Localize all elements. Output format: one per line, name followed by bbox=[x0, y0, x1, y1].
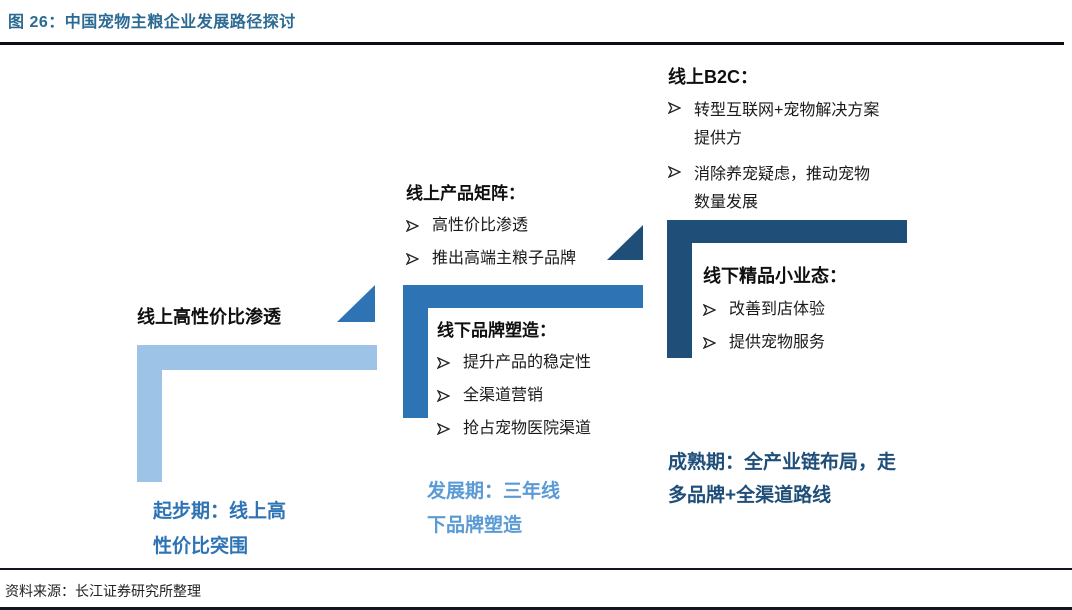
stage3-phase-label: 成熟期：全产业链布局，走 多品牌+全渠道路线 bbox=[668, 452, 897, 506]
step-triangle-stage2 bbox=[337, 285, 375, 322]
bullet-text: 消除养宠疑虑，推动宠物 数量发展 bbox=[694, 166, 871, 211]
bullet-text: 全渠道营销 bbox=[463, 387, 544, 404]
stage1-phase-label: 起步期：线上高 性价比突围 bbox=[153, 501, 287, 557]
stage3-online-block: 线上B2C： 转型互联网+宠物解决方案 提供方 消除养宠疑虑，推动宠物 数量发展 bbox=[667, 63, 880, 217]
bullet-text: 抢占宠物医院渠道 bbox=[463, 420, 592, 437]
stage3-offline-header: 线下精品小业态： bbox=[703, 266, 847, 286]
figure-title: 图 26：中国宠物主粮企业发展路径探讨 bbox=[8, 14, 296, 31]
stage2-online-block: 线上产品矩阵： 高性价比渗透 推出高端主粮子品牌 bbox=[405, 179, 577, 270]
bullet-arrow-icon bbox=[667, 161, 694, 183]
bullet-text: 高性价比渗透 bbox=[432, 217, 529, 234]
stage3-online-header: 线上B2C： bbox=[668, 67, 759, 87]
stage2-shape-horizontal bbox=[403, 285, 643, 308]
bullet-text: 转型互联网+宠物解决方案 提供方 bbox=[694, 102, 880, 147]
bullet-text: 提供宠物服务 bbox=[729, 334, 826, 351]
bullet-item: 提供宠物服务 bbox=[702, 332, 847, 354]
bullet-item: 推出高端主粮子品牌 bbox=[405, 248, 577, 270]
bullet-arrow-icon bbox=[436, 418, 463, 440]
stage3-offline-block: 线下精品小业态： 改善到店体验 提供宠物服务 bbox=[702, 262, 847, 354]
bullet-text: 改善到店体验 bbox=[729, 301, 826, 318]
stage2-offline-header: 线下品牌塑造： bbox=[437, 321, 556, 340]
stage1-shape-horizontal bbox=[137, 345, 377, 370]
bullet-arrow-icon bbox=[702, 299, 729, 321]
bullet-arrow-icon bbox=[436, 385, 463, 407]
bottom-edge-rule bbox=[0, 607, 1072, 610]
stage2-phase-label: 发展期：三年线 下品牌塑造 bbox=[427, 481, 561, 536]
source-note: 资料来源：长江证券研究所整理 bbox=[5, 583, 201, 599]
stage3-shape-vertical bbox=[667, 220, 692, 358]
stage3-shape-horizontal bbox=[667, 220, 907, 243]
header-rule bbox=[0, 42, 1064, 45]
stage2-shape-vertical bbox=[403, 285, 428, 418]
bullet-arrow-icon bbox=[436, 352, 463, 374]
bullet-item: 转型互联网+宠物解决方案 提供方 bbox=[667, 97, 880, 153]
bullet-arrow-icon bbox=[405, 215, 432, 237]
bullet-item: 抢占宠物医院渠道 bbox=[436, 418, 592, 440]
step-triangle-stage3 bbox=[607, 225, 643, 260]
bullet-item: 改善到店体验 bbox=[702, 299, 847, 321]
stage1-shape-vertical bbox=[137, 345, 162, 482]
stage2-online-header: 线上产品矩阵： bbox=[406, 184, 525, 203]
bullet-item: 提升产品的稳定性 bbox=[436, 352, 592, 374]
stage1-header: 线上高性价比渗透 bbox=[137, 307, 281, 327]
stage2-offline-block: 线下品牌塑造： 提升产品的稳定性 全渠道营销 抢占宠物医院渠道 bbox=[436, 316, 592, 440]
bullet-arrow-icon bbox=[405, 248, 432, 270]
bullet-item: 消除养宠疑虑，推动宠物 数量发展 bbox=[667, 161, 879, 217]
footer-rule bbox=[0, 568, 1072, 570]
bullet-item: 全渠道营销 bbox=[436, 385, 591, 407]
bullet-text: 推出高端主粮子品牌 bbox=[432, 250, 577, 267]
bullet-arrow-icon bbox=[702, 332, 729, 354]
bullet-item: 高性价比渗透 bbox=[405, 215, 576, 237]
bullet-text: 提升产品的稳定性 bbox=[463, 354, 592, 371]
bullet-arrow-icon bbox=[667, 97, 694, 119]
